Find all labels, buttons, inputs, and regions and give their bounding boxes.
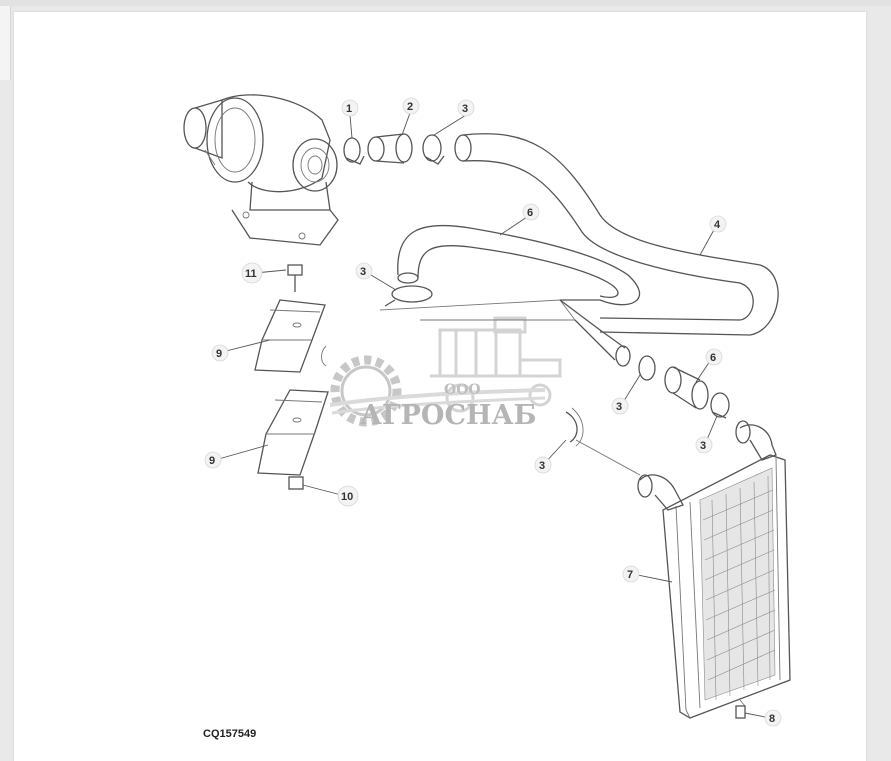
- bracket-9-lower: [257, 389, 329, 476]
- callout-11: 11: [245, 268, 257, 280]
- clip-mark: [321, 345, 327, 367]
- clamp-3-mid: [638, 355, 656, 381]
- cooler-core: [699, 467, 776, 701]
- callout-6-upper: 6: [527, 207, 533, 219]
- callout-7: 7: [627, 569, 633, 581]
- callout-circles: [204, 97, 782, 727]
- drawing-code: CQ157549: [203, 728, 256, 740]
- hose-4: [454, 133, 779, 336]
- callout-6-lower: 6: [710, 352, 716, 364]
- callout-10: 10: [341, 491, 353, 503]
- callout-3-right: 3: [700, 440, 706, 452]
- clamp-3-top: [422, 134, 445, 165]
- clamp-1: [343, 137, 365, 165]
- watermark-logo: ООО АГРОСНАБ: [329, 316, 562, 431]
- callout-9-lower: 9: [209, 455, 215, 467]
- callout-4: 4: [714, 219, 721, 231]
- clamp-3-right: [710, 392, 730, 419]
- callout-1: 1: [346, 103, 352, 115]
- bracket-8: [735, 705, 746, 719]
- leader-hose-to-cooler: [575, 439, 641, 476]
- callout-3-lower: 3: [539, 460, 545, 472]
- watermark-prefix: ООО: [444, 382, 481, 398]
- hose-coupler-2: [367, 133, 413, 164]
- callout-8: 8: [769, 713, 775, 725]
- hose-6-lower: [664, 366, 709, 410]
- callout-2: 2: [407, 101, 413, 113]
- browser-top-strip: [0, 0, 891, 6]
- tractor-icon: [430, 316, 562, 413]
- callout-9-upper: 9: [216, 348, 222, 360]
- watermark-brand: АГРОСНАБ: [360, 400, 537, 431]
- turbocharger: [183, 94, 339, 246]
- callout-3-top: 3: [462, 103, 468, 115]
- pipe-elbow: [379, 299, 631, 367]
- clamp-3-lower: [565, 407, 584, 447]
- left-side-panel: [0, 6, 11, 80]
- callout-3-left: 3: [360, 266, 366, 278]
- bracket-9-upper: [254, 299, 326, 373]
- callout-3-mid: 3: [616, 401, 622, 413]
- bolt-11: [287, 264, 303, 292]
- charge-air-cooler-7: [637, 420, 791, 719]
- clamp-3-left: [384, 285, 433, 307]
- nut-10: [288, 476, 304, 490]
- hose-6-upper: [397, 224, 641, 306]
